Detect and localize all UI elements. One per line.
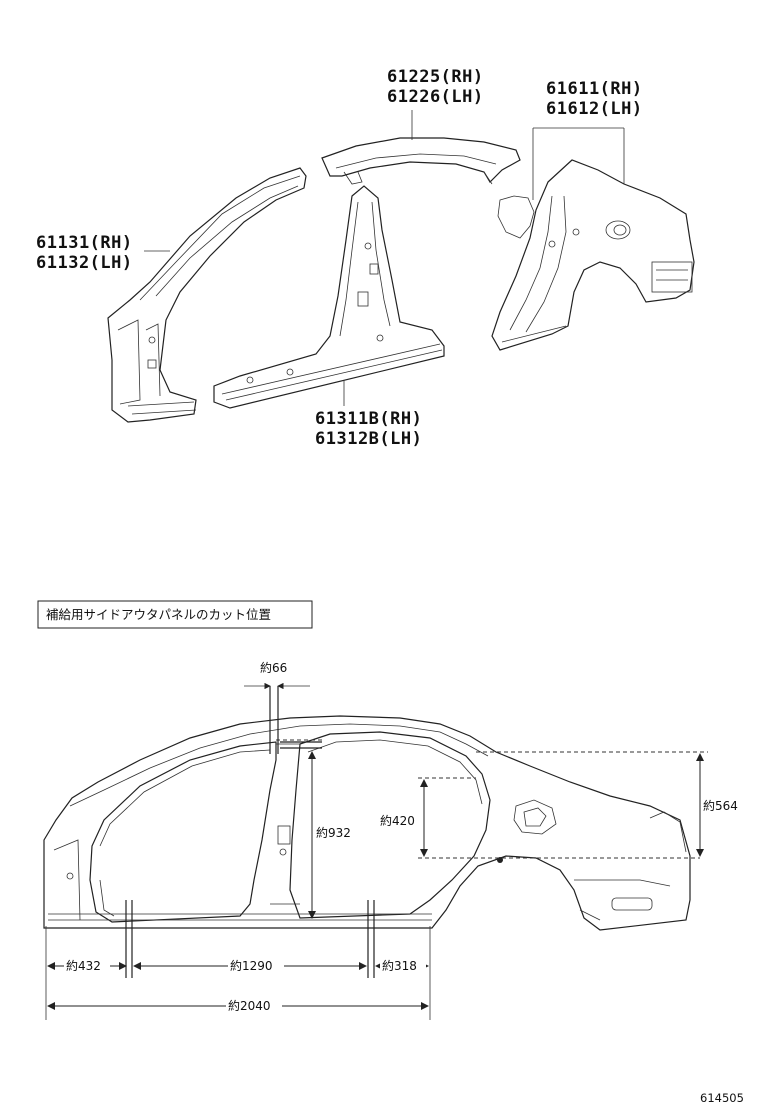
dim-total-length-label: 約2040 <box>228 998 271 1013</box>
rocker-panel-part <box>213 185 445 409</box>
rocker-panel-rh-label: 61311B(RH) <box>315 409 422 429</box>
pillar-top-cut <box>244 682 322 754</box>
dim-front-length-label: 約432 <box>66 958 101 973</box>
dim-top-width-label: 約66 <box>260 660 287 675</box>
roof-rail-part <box>321 137 521 185</box>
front-pillar-lh-label: 61132(LH) <box>36 253 133 273</box>
dim-rear-height-label: 約564 <box>703 798 738 813</box>
caption-box <box>37 600 313 629</box>
dim-rear-length-label: 約318 <box>382 958 417 973</box>
front-pillar-rh-label: 61131(RH) <box>36 233 133 253</box>
front-pillar-part <box>107 167 307 423</box>
rocker-panel-lh-label: 61312B(LH) <box>315 429 422 449</box>
figure-number: 614505 <box>700 1091 744 1105</box>
cut-position-caption: 補給用サイドアウタパネルのカット位置 <box>46 607 271 622</box>
quarter-panel-part <box>491 159 695 351</box>
dim-quarter-height-label: 約420 <box>380 813 415 828</box>
side-outer-panel <box>43 715 691 931</box>
quarter-panel-rh-label: 61611(RH) <box>546 79 643 99</box>
roof-rail-rh-label: 61225(RH) <box>387 67 484 87</box>
leader-lines-top <box>144 110 625 406</box>
roof-rail-lh-label: 61226(LH) <box>387 87 484 107</box>
dim-middle-length-label: 約1290 <box>230 958 273 973</box>
cut-reference-lines <box>276 739 708 859</box>
quarter-panel-lh-label: 61612(LH) <box>546 99 643 119</box>
dim-pillar-height-label: 約932 <box>316 825 351 840</box>
